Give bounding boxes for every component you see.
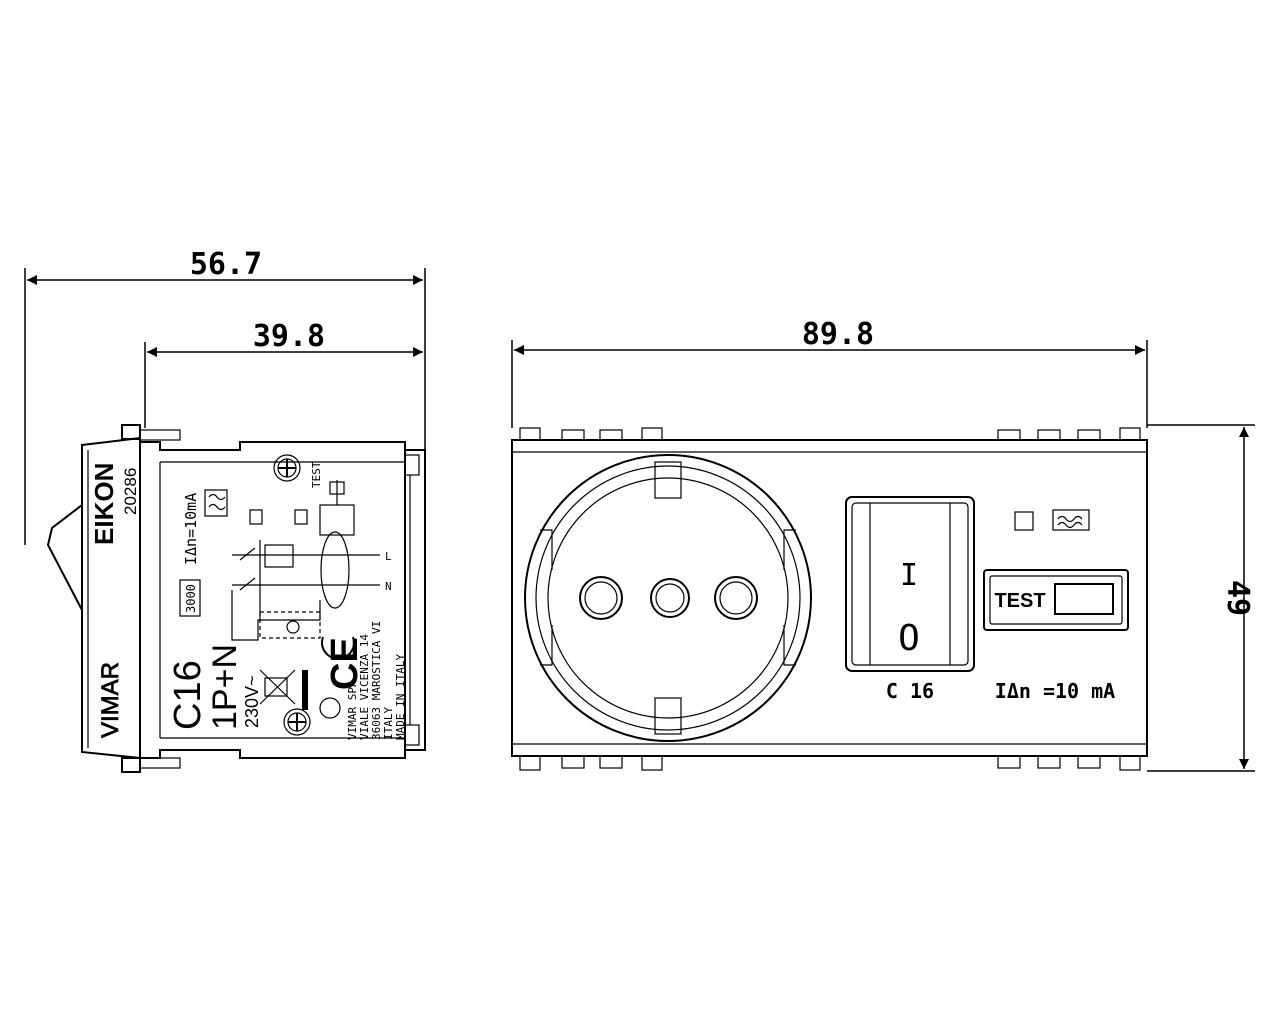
wiring-schematic: TEST L N	[231, 461, 392, 641]
breaker-lever[interactable]: I O	[845, 496, 975, 672]
address-line-3: 36063 MAROSTICA VI	[370, 621, 383, 740]
sensitivity-label: IΔn=10mA	[182, 493, 200, 565]
dimension-label-overall: 56.7	[190, 247, 262, 282]
weee-bar-icon	[302, 670, 308, 710]
indicator-window	[1014, 511, 1034, 531]
front-view: I O C 16 TEST IΔn =10 mA	[511, 427, 1148, 771]
test-schematic-label: TEST	[310, 461, 323, 488]
phase-label: L	[385, 550, 392, 563]
dimension-front-width: 89.8	[511, 317, 1148, 428]
test-button-window	[1054, 583, 1114, 615]
ce-mark-icon: CE	[321, 636, 366, 690]
dimension-label-height: 49	[1220, 580, 1255, 616]
dimension-label-body: 39.8	[253, 319, 325, 354]
maker-label: VIMAR	[97, 662, 124, 738]
address-line-4: ITALY	[382, 707, 395, 740]
pin-hole-left	[579, 576, 623, 620]
front-plate-outline	[511, 439, 1148, 757]
product-code-label: 20286	[121, 468, 140, 515]
dimension-label-width: 89.8	[802, 317, 874, 352]
side-view: EIKON 20286 VIMAR C16 1P+N 230V~ IΔn=10m…	[46, 424, 426, 773]
ground-symbol-icon	[319, 697, 341, 719]
breaking-capacity-label: 3000	[184, 584, 198, 613]
brand-label: EIKON	[89, 463, 119, 545]
bottom-clip	[121, 757, 141, 773]
dimension-front-height: 49	[1147, 424, 1255, 772]
pin-hole-center	[650, 578, 690, 618]
svg-text:CE: CE	[324, 637, 366, 690]
rcd-type-box	[204, 489, 228, 517]
top-screw-icon	[273, 454, 301, 482]
on-mark: I	[900, 558, 918, 593]
earth-contact-top	[654, 461, 682, 499]
voltage-label: 230V~	[242, 675, 262, 728]
address-line-1: VIMAR SPA	[346, 680, 359, 740]
lever-profile	[46, 504, 83, 611]
poles-label: 1P+N	[206, 644, 244, 730]
weee-bin-icon	[259, 669, 296, 705]
test-button[interactable]: TEST	[983, 569, 1129, 631]
bottom-clips	[519, 755, 1141, 771]
address-line-5: MADE IN ITALY	[394, 654, 407, 740]
off-mark: O	[898, 618, 920, 659]
neutral-label: N	[385, 580, 392, 593]
dimension-overall-depth: 56.7	[24, 247, 426, 545]
top-clip	[121, 424, 141, 440]
top-clips	[519, 427, 1141, 441]
bottom-screw-icon	[283, 708, 311, 736]
front-sensitivity-label: IΔn =10 mA	[995, 679, 1115, 703]
address-line-2: VIALE VICENZA 14	[358, 634, 371, 740]
rating-label: C16	[167, 660, 209, 730]
rcd-type-icon	[1052, 509, 1090, 531]
schuko-socket	[524, 454, 812, 742]
dimension-body-depth: 39.8	[144, 319, 423, 428]
front-rating-label: C 16	[886, 679, 934, 703]
breaking-capacity-box	[179, 579, 201, 617]
test-button-label: TEST	[994, 590, 1045, 612]
terminal-block	[404, 449, 426, 751]
pin-hole-right	[714, 576, 758, 620]
earth-contact-bottom	[654, 697, 682, 735]
